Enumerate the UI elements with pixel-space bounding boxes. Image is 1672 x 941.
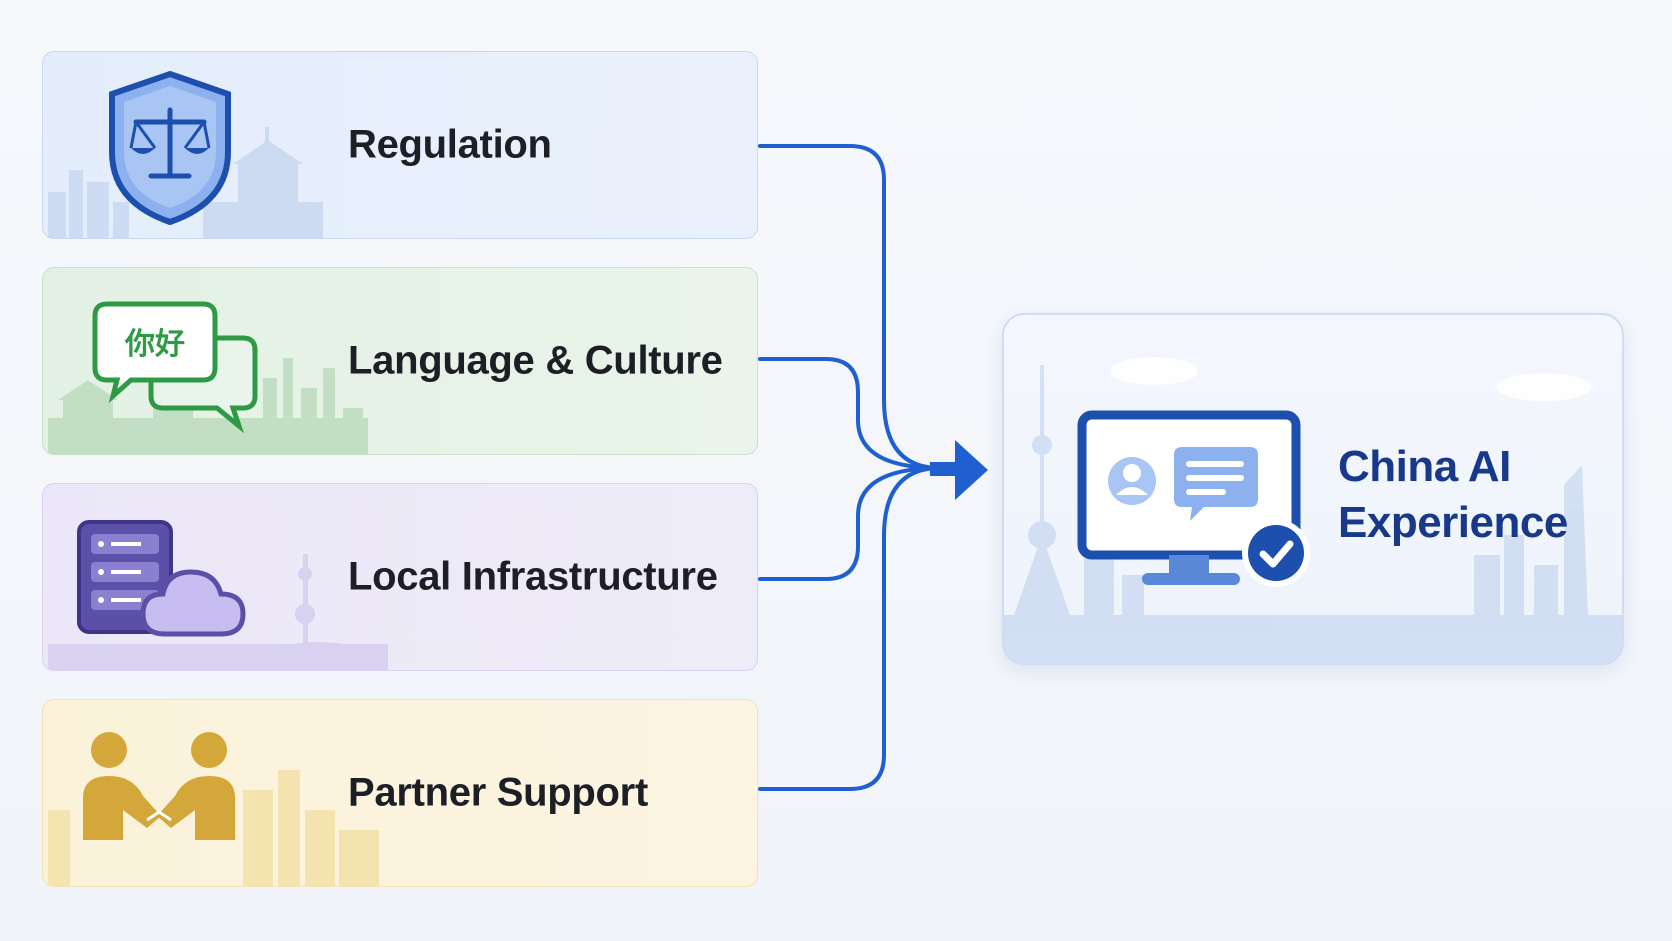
input-card-partner-support: Partner Support [42,699,758,887]
output-title: China AI Experience [1338,439,1568,551]
input-card-local-infrastructure: Local Infrastructure [42,483,758,671]
language-skyline: 你好 [48,301,368,454]
server-cloud-icon [77,520,246,637]
scales-shield-icon [109,70,231,226]
input-label-partner-support: Partner Support [348,770,648,815]
handshake-people-icon [83,732,235,840]
input-label-regulation: Regulation [348,122,552,167]
svg-text:你好: 你好 [124,327,185,362]
input-label-language-culture: Language & Culture [348,338,723,383]
shanghai-skyline [1004,357,1622,663]
output-title-line1: China AI [1338,442,1511,491]
input-card-regulation: Regulation [42,51,758,239]
connector-arrowhead [955,440,988,500]
chinese-speech-bubbles-icon: 你好 [92,301,258,434]
monitor-chat-check-icon [1077,410,1310,587]
regulation-skyline [48,70,323,238]
connector-partner [758,466,942,791]
output-title-line2: Experience [1338,498,1568,547]
infrastructure-skyline [48,520,388,670]
connector-infra [758,466,942,581]
input-card-language-culture: 你好 Language & Culture [42,267,758,455]
connector-language [758,357,942,470]
input-label-local-infrastructure: Local Infrastructure [348,554,718,599]
output-card-china-ai-experience: China AI Experience [1002,313,1624,665]
connector-regulation [758,144,942,470]
partner-skyline [48,732,379,886]
